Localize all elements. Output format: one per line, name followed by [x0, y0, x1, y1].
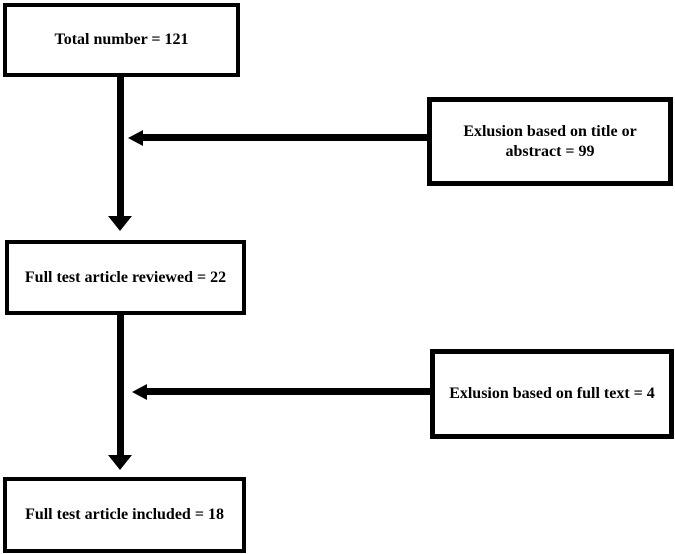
- box-exclusion-full-text: Exlusion based on full text = 4: [430, 349, 674, 439]
- arrow-reviewed-to-included-head-icon: [108, 455, 132, 470]
- arrow-total-to-reviewed-head-icon: [108, 216, 132, 231]
- box-full-text-reviewed-label: Full test article reviewed = 22: [24, 268, 227, 286]
- arrow-exclusion-title-head-icon: [128, 130, 143, 146]
- arrow-exclusion-full-text-shaft: [147, 388, 430, 395]
- arrow-exclusion-full-text-head-icon: [132, 384, 147, 400]
- arrow-exclusion-title-shaft: [143, 134, 427, 141]
- box-full-text-included-label: Full test article included = 18: [25, 506, 224, 523]
- box-exclusion-full-text-label: Exlusion based on full text = 4: [449, 385, 655, 402]
- box-exclusion-title-abstract-line-2: abstract = 99: [505, 142, 595, 160]
- box-exclusion-title-abstract: Exlusion based on title or abstract = 99: [427, 97, 673, 186]
- box-total-number-label: Total number = 121: [54, 31, 189, 48]
- box-exclusion-title-abstract-line-1: Exlusion based on title or: [463, 122, 637, 140]
- box-full-text-included: Full test article included = 18: [3, 477, 246, 553]
- arrow-total-to-reviewed-shaft: [117, 77, 124, 217]
- box-total-number: Total number = 121: [3, 3, 240, 77]
- box-full-text-reviewed: Full test article reviewed = 22: [5, 240, 246, 315]
- arrow-reviewed-to-included-shaft: [117, 315, 124, 455]
